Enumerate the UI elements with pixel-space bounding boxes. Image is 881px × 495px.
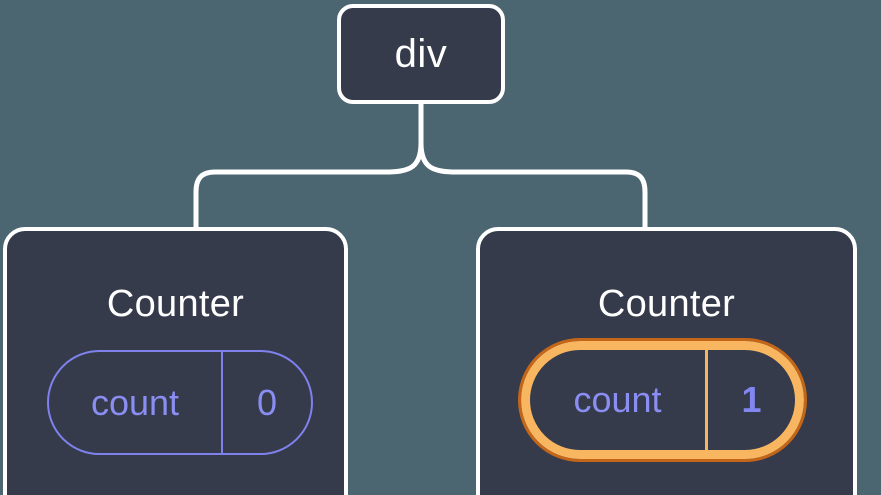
counter-right-pill-divider xyxy=(705,350,708,450)
node-div-label: div xyxy=(394,32,448,76)
edge-to-counter-left xyxy=(193,142,424,227)
counter-left-state-pill[interactable]: count 0 xyxy=(47,350,313,455)
node-div[interactable]: div xyxy=(337,4,505,104)
node-counter-left[interactable]: Counter count 0 xyxy=(3,227,348,495)
counter-right-state-pill[interactable]: count 1 xyxy=(518,338,807,462)
counter-left-title: Counter xyxy=(106,283,245,325)
node-counter-right[interactable]: Counter count 1 xyxy=(476,227,857,495)
counter-left-pill-divider xyxy=(221,352,223,453)
edge-to-counter-right xyxy=(418,142,648,227)
counter-right-state-value: 1 xyxy=(741,379,762,420)
counter-right-state-name: count xyxy=(573,379,662,420)
counter-right-title: Counter xyxy=(597,283,736,325)
counter-left-state-value: 0 xyxy=(256,381,278,423)
counter-left-state-name: count xyxy=(90,381,180,423)
